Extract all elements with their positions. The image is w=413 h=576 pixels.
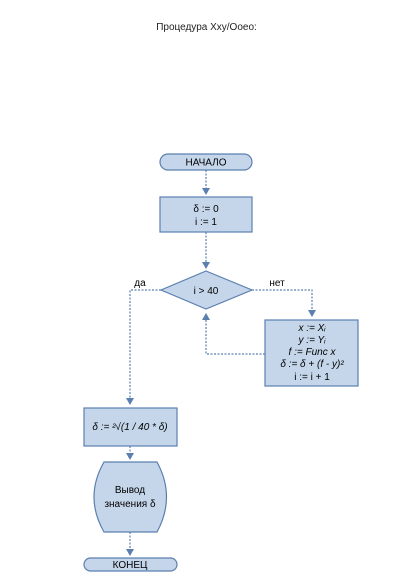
loop-body-node — [264, 319, 359, 387]
loop-line1: x := Xᵢ — [297, 323, 326, 334]
edge-loop-back — [202, 313, 265, 355]
edge-decision-yes — [126, 289, 161, 405]
start-label: НАЧАЛО — [185, 158, 226, 169]
loop-line4: δ := δ + (f - y)² — [280, 359, 344, 370]
decision-node — [159, 270, 254, 310]
loop-line5: i := i + 1 — [294, 372, 330, 383]
start-node — [159, 153, 253, 171]
loop-line2: y := Yᵢ — [298, 335, 327, 346]
end-label: КОНЕЦ — [113, 560, 148, 571]
init-line2: i := 1 — [195, 217, 217, 228]
output-line2: значения δ — [104, 499, 156, 510]
decision-no-label: нет — [269, 278, 285, 289]
output-node — [93, 461, 167, 533]
decision-yes-label: да — [134, 278, 146, 289]
decision-condition: i > 40 — [194, 286, 219, 297]
end-node — [83, 557, 178, 572]
loop-line3: f := Func x — [289, 347, 337, 358]
edge-decision-no — [252, 289, 316, 317]
compute-node — [83, 407, 178, 447]
diagram-title: Процедура Xxy/Ooeo: — [156, 22, 257, 33]
output-line1: Вывод — [115, 485, 145, 496]
compute-formula: δ := ²√(1 / 40 * δ) — [92, 421, 167, 433]
init-line1: δ := 0 — [193, 204, 219, 215]
init-node — [159, 196, 253, 233]
